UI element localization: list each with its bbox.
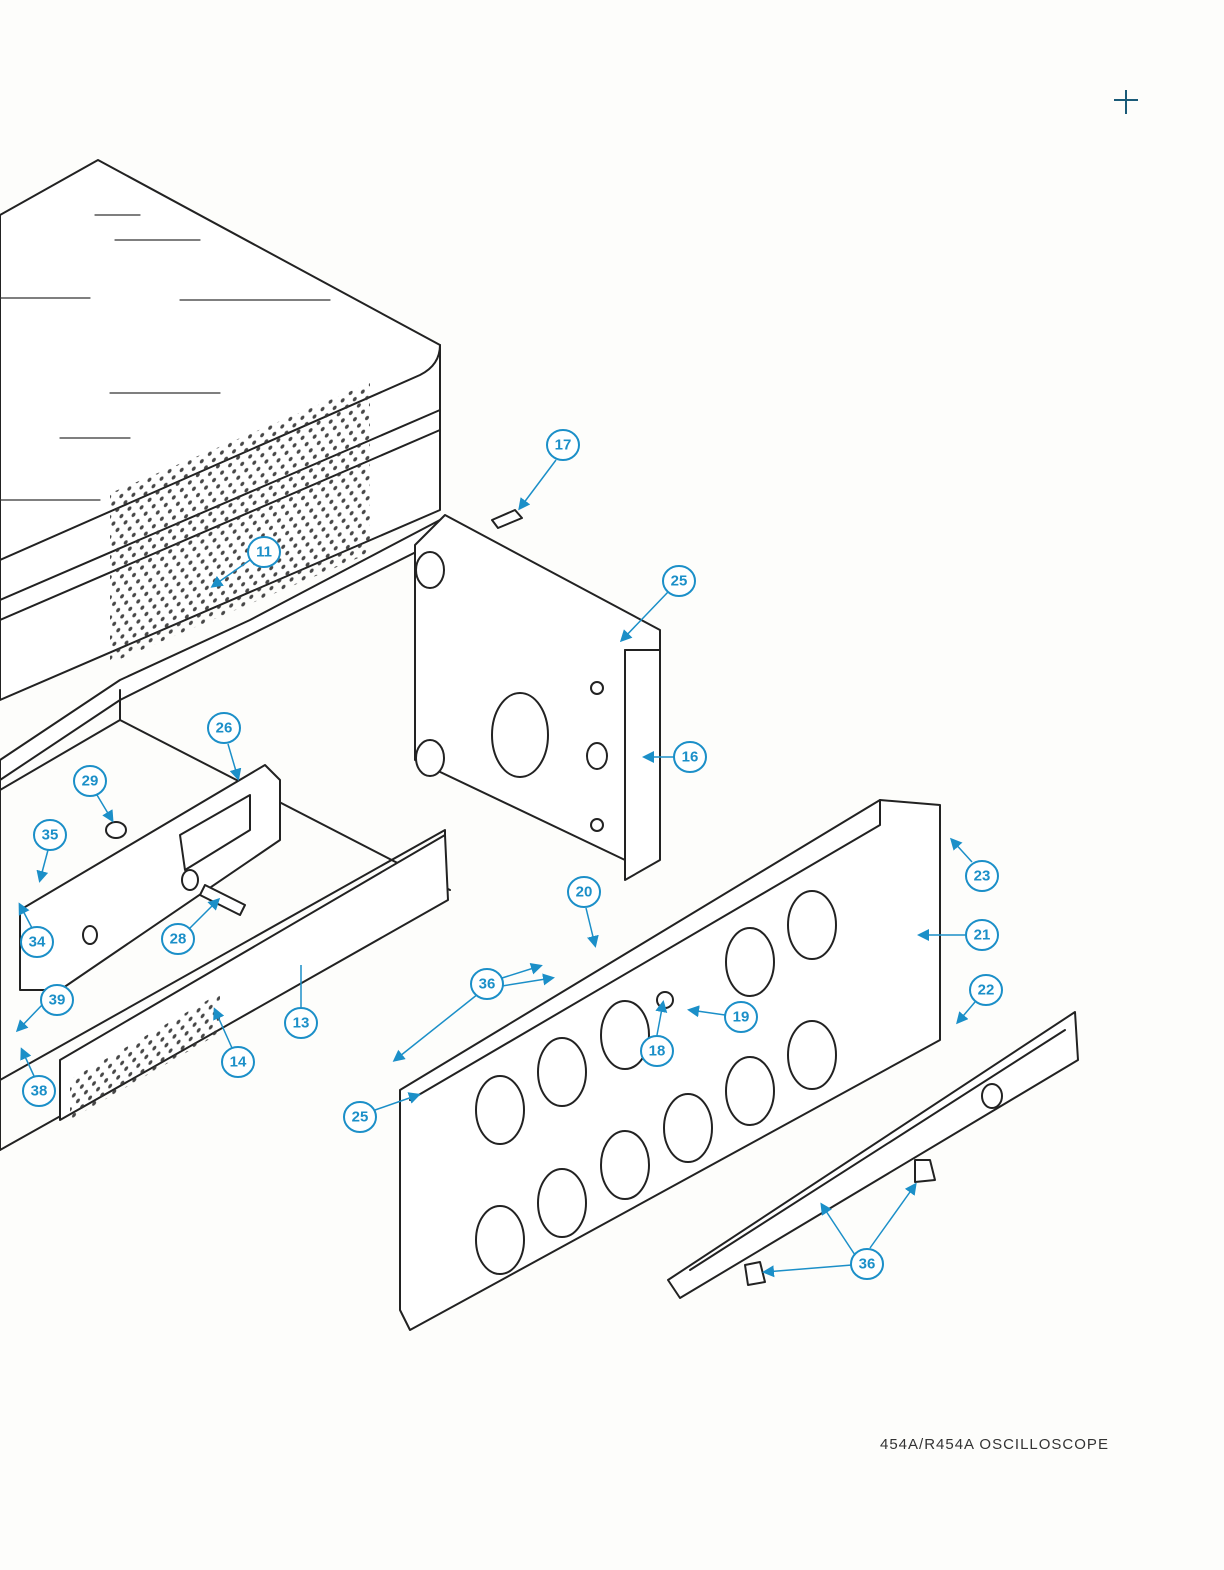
- svg-text:25: 25: [671, 573, 688, 590]
- svg-text:36: 36: [859, 1256, 876, 1273]
- document-footer-title: 454A/R454A OSCILLOSCOPE: [880, 1436, 1140, 1453]
- screw: [492, 510, 522, 528]
- svg-text:39: 39: [49, 992, 66, 1009]
- washer: [106, 822, 126, 838]
- svg-text:22: 22: [978, 982, 995, 999]
- svg-text:26: 26: [216, 720, 233, 737]
- svg-text:36: 36: [479, 976, 496, 993]
- callout-35: 35: [34, 820, 66, 880]
- cabinet-cover: [0, 160, 440, 700]
- svg-text:38: 38: [31, 1083, 48, 1100]
- svg-text:23: 23: [974, 868, 991, 885]
- svg-text:28: 28: [170, 931, 187, 948]
- svg-text:34: 34: [29, 934, 46, 951]
- callout-22: 22: [958, 975, 1002, 1022]
- svg-text:35: 35: [42, 827, 59, 844]
- svg-text:17: 17: [555, 437, 572, 454]
- svg-text:14: 14: [230, 1054, 247, 1071]
- svg-text:21: 21: [974, 927, 991, 944]
- svg-text:11: 11: [256, 544, 272, 561]
- callout-23: 23: [952, 840, 998, 891]
- callout-20: 20: [568, 877, 600, 945]
- svg-text:25: 25: [352, 1109, 369, 1126]
- callout-39: 39: [18, 985, 73, 1030]
- callout-29: 29: [74, 766, 112, 820]
- svg-text:29: 29: [82, 773, 99, 790]
- svg-text:13: 13: [293, 1015, 310, 1032]
- svg-text:18: 18: [649, 1043, 666, 1060]
- svg-text:20: 20: [576, 884, 593, 901]
- callout-17: 17: [520, 430, 579, 508]
- rear-subpanel: [415, 515, 660, 880]
- svg-text:19: 19: [733, 1009, 750, 1026]
- svg-text:16: 16: [682, 749, 699, 766]
